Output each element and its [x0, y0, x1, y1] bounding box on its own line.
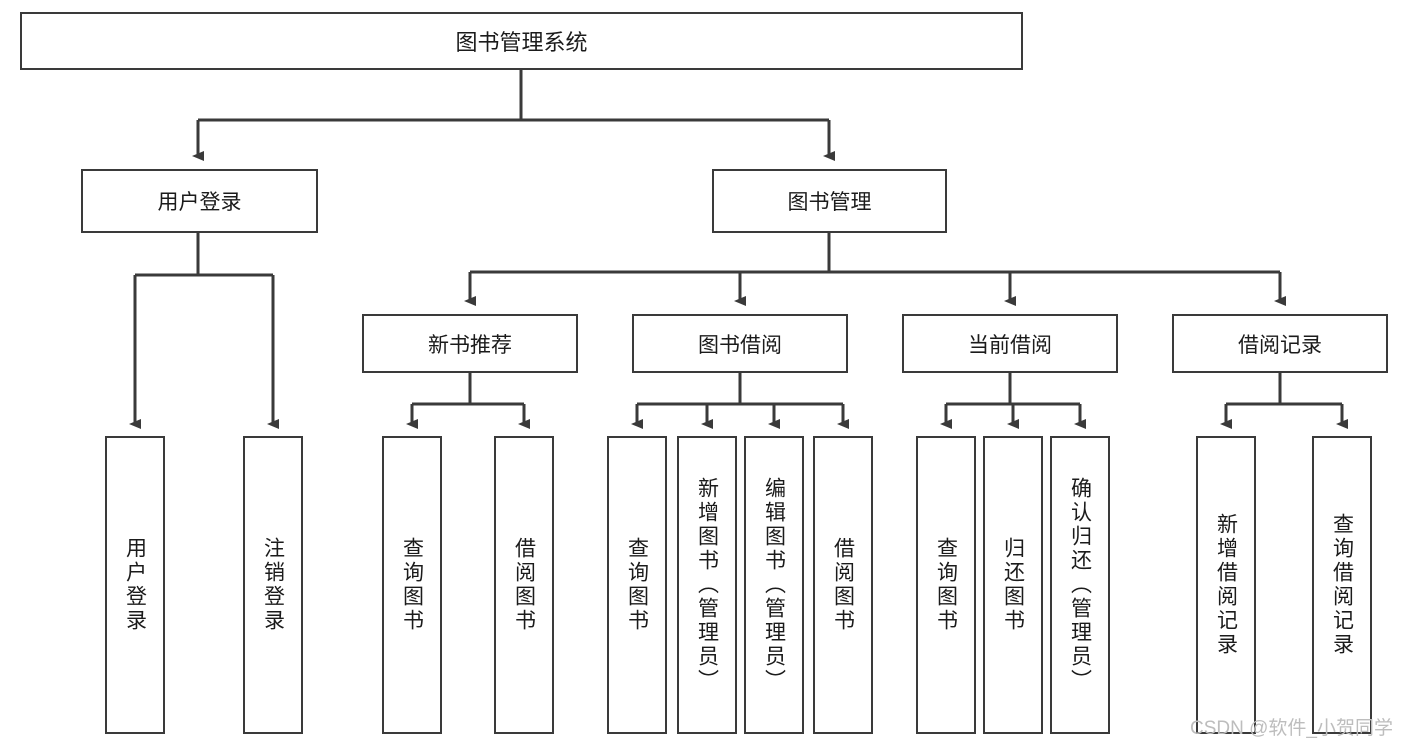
leaf-record-add-record[interactable]: 新增借阅记录: [1196, 436, 1256, 734]
leaf-recommend-query-book[interactable]: 查询图书: [382, 436, 442, 734]
leaf-label: 借阅图书: [512, 537, 536, 633]
node-book-management-label: 图书管理: [787, 191, 872, 214]
leaf-label: 用户登录: [123, 537, 147, 633]
node-book-management[interactable]: 图书管理: [712, 169, 947, 233]
leaf-label: 新增图书（管理员）: [695, 477, 719, 693]
node-new-book-recommend[interactable]: 新书推荐: [362, 314, 578, 373]
leaf-borrow-edit-book-admin[interactable]: 编辑图书（管理员）: [744, 436, 804, 734]
leaf-label: 归还图书: [1001, 537, 1025, 633]
leaf-borrow-query-book[interactable]: 查询图书: [607, 436, 667, 734]
node-root-system[interactable]: 图书管理系统: [20, 12, 1023, 70]
leaf-current-confirm-return-admin[interactable]: 确认归还（管理员）: [1050, 436, 1110, 734]
leaf-label: 编辑图书（管理员）: [762, 477, 786, 693]
node-book-borrow-label: 图书借阅: [698, 333, 782, 357]
leaf-borrow-add-book-admin[interactable]: 新增图书（管理员）: [677, 436, 737, 734]
leaf-user-logout[interactable]: 注销登录: [243, 436, 303, 734]
node-user-login[interactable]: 用户登录: [81, 169, 318, 233]
node-current-borrow[interactable]: 当前借阅: [902, 314, 1118, 373]
leaf-label: 注销登录: [261, 537, 285, 633]
node-new-book-recommend-label: 新书推荐: [428, 333, 512, 357]
watermark: CSDN @软件_小贺同学: [1190, 718, 1393, 739]
leaf-label: 借阅图书: [831, 537, 855, 633]
leaf-user-login-query[interactable]: 用户登录: [105, 436, 165, 734]
node-user-login-label: 用户登录: [157, 191, 242, 214]
leaf-label: 查询图书: [400, 537, 424, 633]
leaf-current-query-book[interactable]: 查询图书: [916, 436, 976, 734]
leaf-current-return-book[interactable]: 归还图书: [983, 436, 1043, 734]
leaf-record-query-record[interactable]: 查询借阅记录: [1312, 436, 1372, 734]
node-current-borrow-label: 当前借阅: [968, 333, 1052, 357]
node-root-label: 图书管理系统: [455, 30, 588, 55]
leaf-borrow-borrow-book[interactable]: 借阅图书: [813, 436, 873, 734]
leaf-label: 查询图书: [934, 537, 958, 633]
leaf-label: 新增借阅记录: [1214, 513, 1238, 657]
leaf-recommend-borrow-book[interactable]: 借阅图书: [494, 436, 554, 734]
leaf-label: 确认归还（管理员）: [1068, 477, 1092, 693]
leaf-label: 查询图书: [625, 537, 649, 633]
leaf-label: 查询借阅记录: [1330, 513, 1354, 657]
node-book-borrow[interactable]: 图书借阅: [632, 314, 848, 373]
node-borrow-record[interactable]: 借阅记录: [1172, 314, 1388, 373]
node-borrow-record-label: 借阅记录: [1238, 333, 1322, 357]
